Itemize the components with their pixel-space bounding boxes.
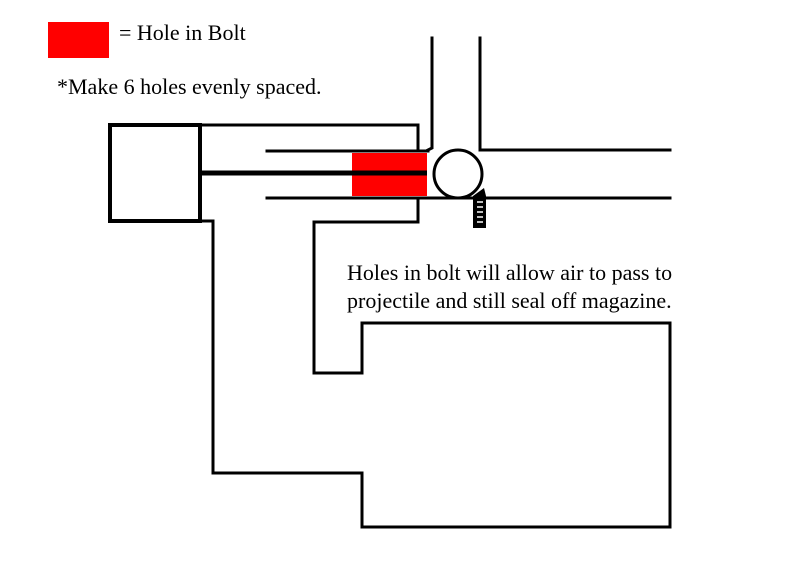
feed-tube-left-wall [425,36,434,153]
legend-label: = Hole in Bolt [119,20,246,45]
annotation-line-2: projectile and still seal off magazine. [347,288,672,313]
piston-cylinder [108,123,202,223]
feed-tube-right-wall [478,36,672,152]
casing-top [198,123,420,152]
annotation-text: Holes in bolt will allow air to pass to … [347,259,672,315]
projectile-ball [432,148,484,200]
annotation-line-1: Holes in bolt will allow air to pass to [347,260,673,285]
note-text: *Make 6 holes evenly spaced. [57,74,322,99]
ball-detent [473,188,486,228]
legend-swatch-hole [48,22,109,58]
air-chamber-outer [198,196,672,529]
